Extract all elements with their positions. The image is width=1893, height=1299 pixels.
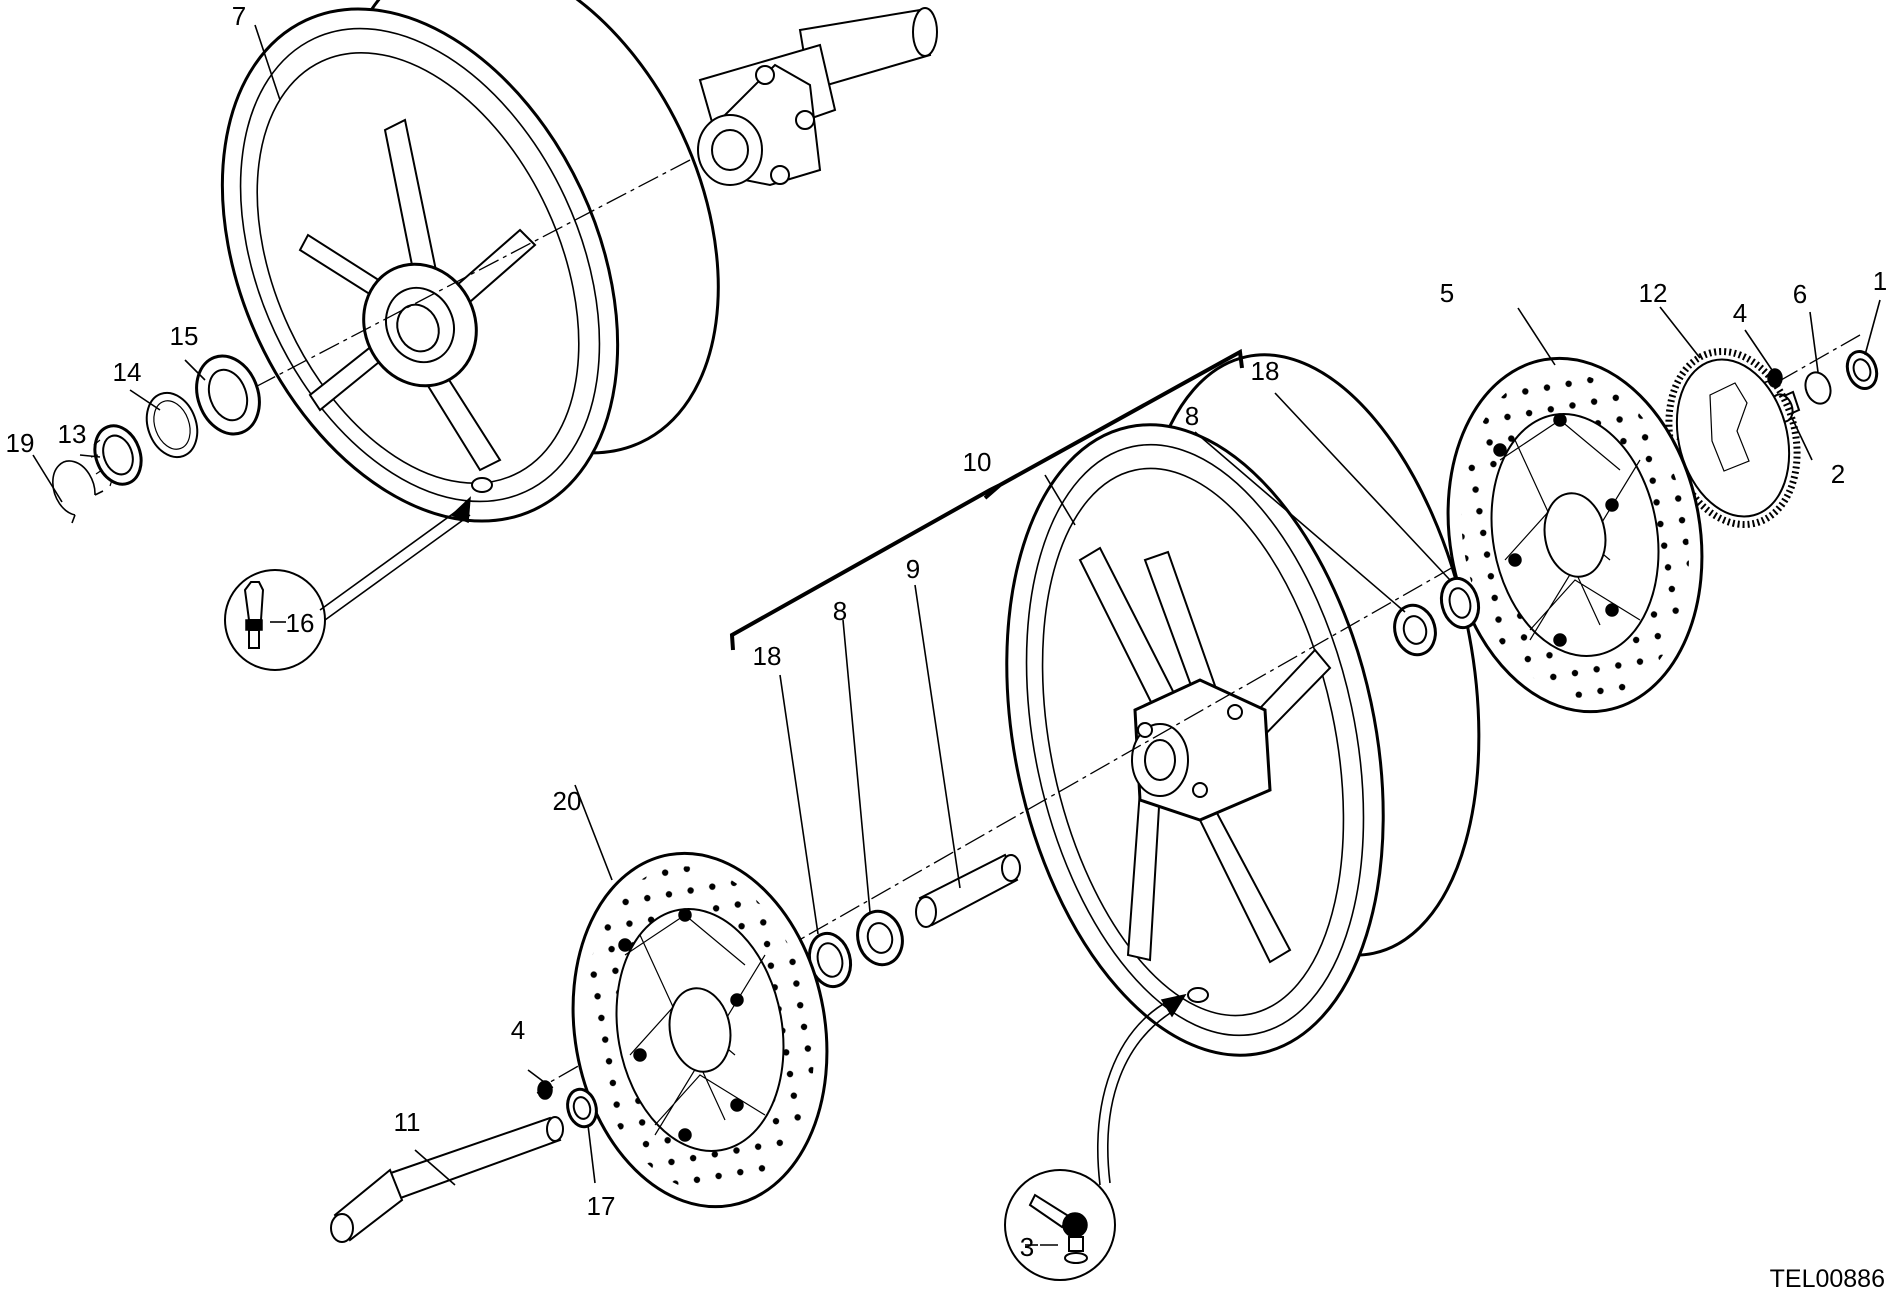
callout-11: 11 xyxy=(394,1107,421,1137)
part-5-brake-disc xyxy=(1446,356,1704,714)
part-18-seal-right xyxy=(1439,576,1481,630)
callout-4-lower: 4 xyxy=(511,1015,525,1045)
callout-16: 16 xyxy=(286,608,315,638)
callout-15: 15 xyxy=(170,321,199,351)
callout-18-left: 18 xyxy=(753,641,782,671)
drawing-code: TEL00886 xyxy=(1770,1265,1885,1293)
callout-13: 13 xyxy=(58,419,87,449)
callout-5: 5 xyxy=(1440,278,1454,308)
rear-axis-line xyxy=(239,159,691,396)
part-20-brake-disc xyxy=(571,851,829,1209)
callout-12: 12 xyxy=(1639,278,1668,308)
callout-14: 14 xyxy=(113,357,142,387)
part-4-bolt-lower xyxy=(536,1080,554,1100)
callout-8-left: 8 xyxy=(833,596,847,626)
part-12-tone-wheel xyxy=(1665,347,1801,529)
callout-2: 2 xyxy=(1831,459,1845,489)
callout-10: 10 xyxy=(963,447,992,477)
callout-17: 17 xyxy=(587,1191,616,1221)
part-15-ring xyxy=(195,354,261,436)
part-11-axle xyxy=(330,1116,564,1243)
part-16-valve-inset xyxy=(224,496,471,671)
callout-18-right: 18 xyxy=(1251,356,1280,386)
callout-1: 1 xyxy=(1873,266,1887,296)
part-13-nut xyxy=(90,424,143,487)
part-8-bearing-right xyxy=(1393,603,1437,657)
part-6-ring xyxy=(1804,371,1832,405)
leader-lines xyxy=(32,24,1881,1246)
callout-20: 20 xyxy=(553,786,582,816)
part-18-seal-left xyxy=(807,931,853,989)
callout-7: 7 xyxy=(232,1,246,31)
group-bracket xyxy=(729,348,1244,651)
rear-spindle xyxy=(697,7,938,187)
part-19-circlip xyxy=(52,460,104,524)
rear-wheel xyxy=(220,0,720,523)
part-17-nut xyxy=(566,1087,598,1129)
part-1-nut xyxy=(1845,350,1879,390)
part-14-washer xyxy=(145,391,199,459)
front-wheel xyxy=(1005,353,1481,1057)
part-3-valve-inset xyxy=(1004,993,1187,1281)
callout-4-upper: 4 xyxy=(1733,298,1747,328)
callout-6: 6 xyxy=(1793,279,1807,309)
callout-9: 9 xyxy=(906,554,920,584)
callout-3: 3 xyxy=(1020,1232,1034,1262)
callout-labels: 1 2 3 4 4 5 6 7 8 8 9 10 11 12 13 14 15 … xyxy=(6,1,1888,1262)
part-9-spacer xyxy=(915,853,1021,928)
callout-19: 19 xyxy=(6,428,35,458)
part-8-bearing-left xyxy=(856,909,904,967)
callout-8-right: 8 xyxy=(1185,401,1199,431)
